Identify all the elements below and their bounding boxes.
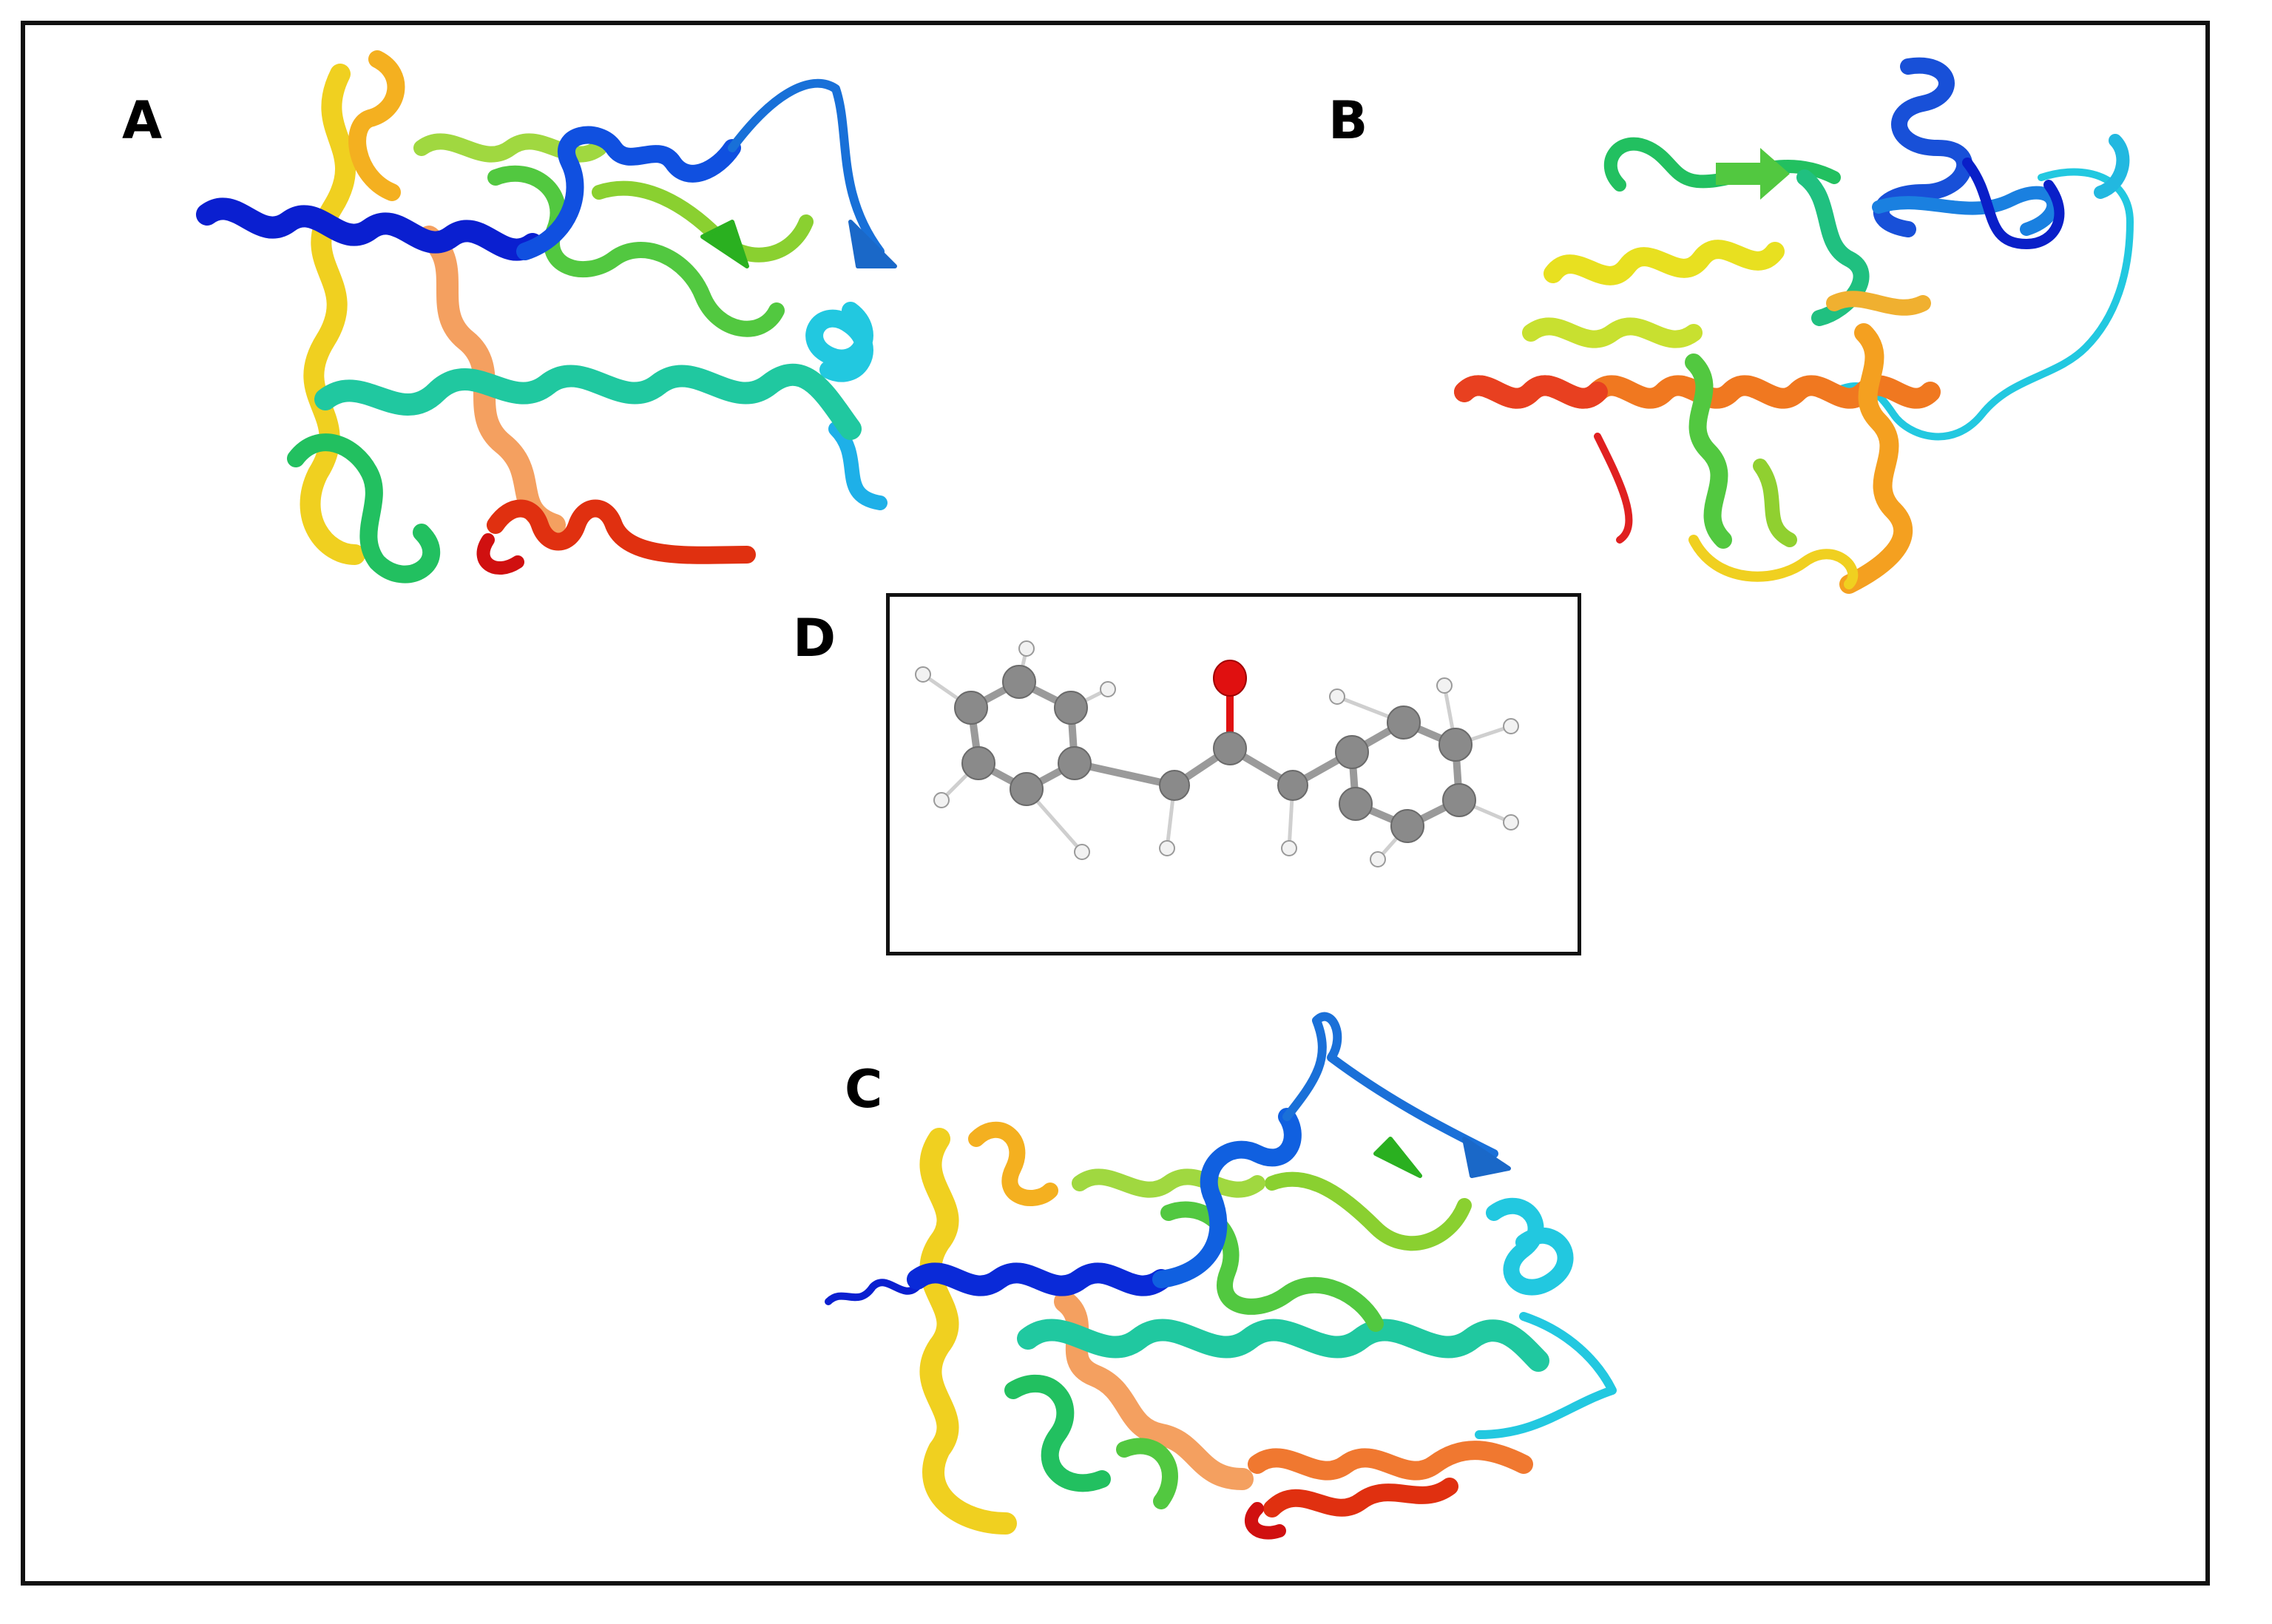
molecule-inset-box [886,593,1581,955]
panel-label-c: C [845,1059,883,1120]
panel-label-a: A [122,90,163,151]
panel-label-b: B [1328,90,1368,151]
protein-structure-b [1454,57,2134,594]
molecule-structure-d [915,640,1519,867]
panel-label-d: D [793,608,836,669]
protein-structure-c [825,1012,1617,1540]
protein-structure-a [196,50,897,583]
